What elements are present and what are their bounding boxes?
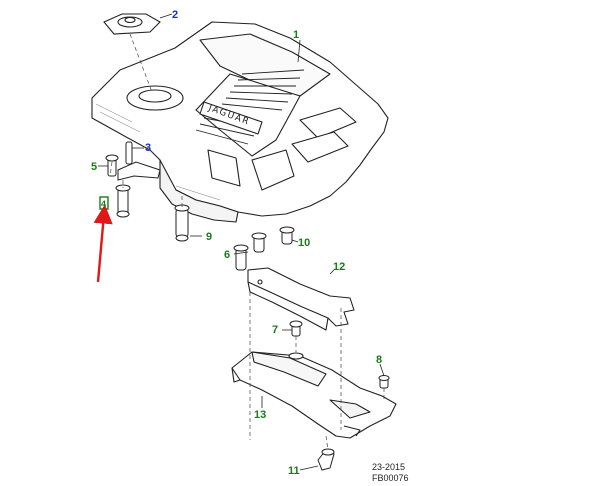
- callout-11: 11: [288, 465, 300, 477]
- callout-13: 13: [254, 409, 266, 421]
- heat-shield-part: [247, 267, 355, 331]
- callout-12: 12: [333, 261, 345, 273]
- grommet-part: [103, 13, 161, 35]
- stud-part-6: [233, 232, 267, 271]
- callout-6: 6: [224, 249, 230, 261]
- stud-part-10: [279, 226, 295, 245]
- callout-7: 7: [272, 324, 278, 336]
- callout-3: 3: [145, 142, 151, 154]
- clip-part-11: [317, 448, 335, 471]
- spacer-part: [174, 204, 190, 242]
- engine-cover-part: [91, 21, 389, 223]
- lower-tray-part: [231, 351, 397, 439]
- drawing-date: 23-2015: [372, 462, 405, 472]
- callout-5: 5: [91, 161, 97, 173]
- callout-2: 2: [172, 9, 178, 21]
- callout-10: 10: [298, 237, 310, 249]
- drawing-code: FB00076: [372, 473, 409, 483]
- bolt-part-7: [289, 320, 303, 337]
- highlight-arrow: [93, 204, 113, 283]
- callout-9: 9: [206, 231, 212, 243]
- nut-part-8: [378, 375, 390, 389]
- assembly-lines: [109, 33, 385, 451]
- callout-1: 1: [293, 29, 299, 41]
- mount-bracket-part: [105, 141, 161, 181]
- callout-8: 8: [376, 354, 382, 366]
- callout-4: 4: [101, 199, 106, 209]
- leader-lines: [98, 13, 385, 471]
- fastener-part-4: [115, 184, 131, 218]
